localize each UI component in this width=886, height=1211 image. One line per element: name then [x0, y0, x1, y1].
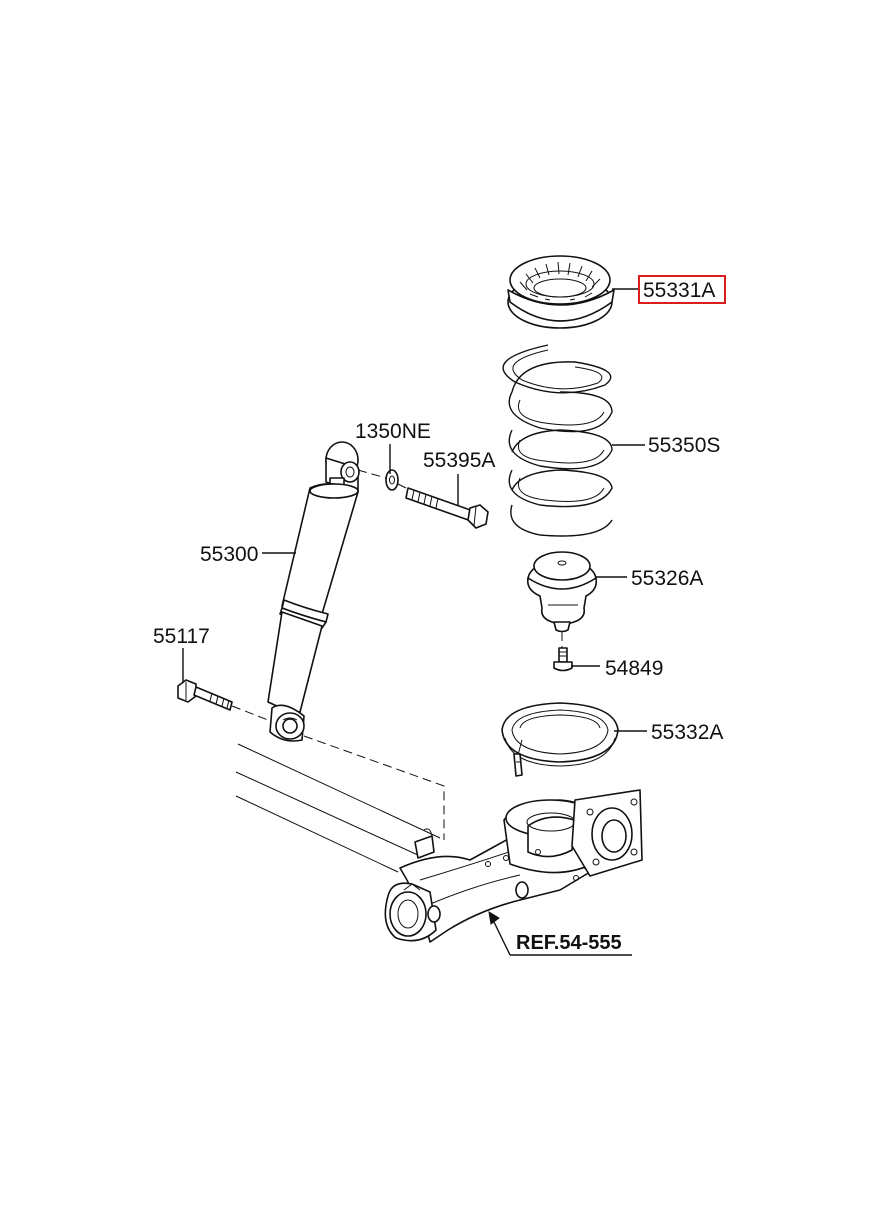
label-55332A[interactable]: 55332A [651, 721, 723, 744]
upper-bolt[interactable] [405, 487, 489, 529]
assembly-lines [231, 469, 563, 840]
label-55117[interactable]: 55117 [153, 625, 210, 648]
label-55331A[interactable]: 55331A [643, 279, 715, 302]
bushing-washer[interactable] [385, 469, 399, 491]
label-55350S[interactable]: 55350S [648, 434, 720, 457]
upper-spring-seat[interactable] [507, 255, 615, 329]
lower-bolt[interactable] [177, 679, 233, 711]
label-55326A[interactable]: 55326A [631, 567, 703, 590]
label-54849[interactable]: 54849 [605, 657, 663, 680]
coil-spring[interactable] [502, 344, 613, 537]
label-55395A[interactable]: 55395A [423, 449, 495, 472]
bump-stopper[interactable] [526, 551, 598, 633]
label-55300[interactable]: 55300 [200, 543, 258, 566]
shock-absorber[interactable] [267, 441, 360, 742]
stopper-bolt[interactable] [553, 647, 573, 672]
leader-lines [182, 288, 647, 956]
rear-axle-beam[interactable] [235, 743, 643, 943]
reference-label[interactable]: REF.54-555 [516, 932, 622, 954]
highlight-box [638, 275, 726, 304]
lower-spring-pad[interactable] [501, 702, 619, 777]
label-1350NE[interactable]: 1350NE [355, 420, 431, 443]
